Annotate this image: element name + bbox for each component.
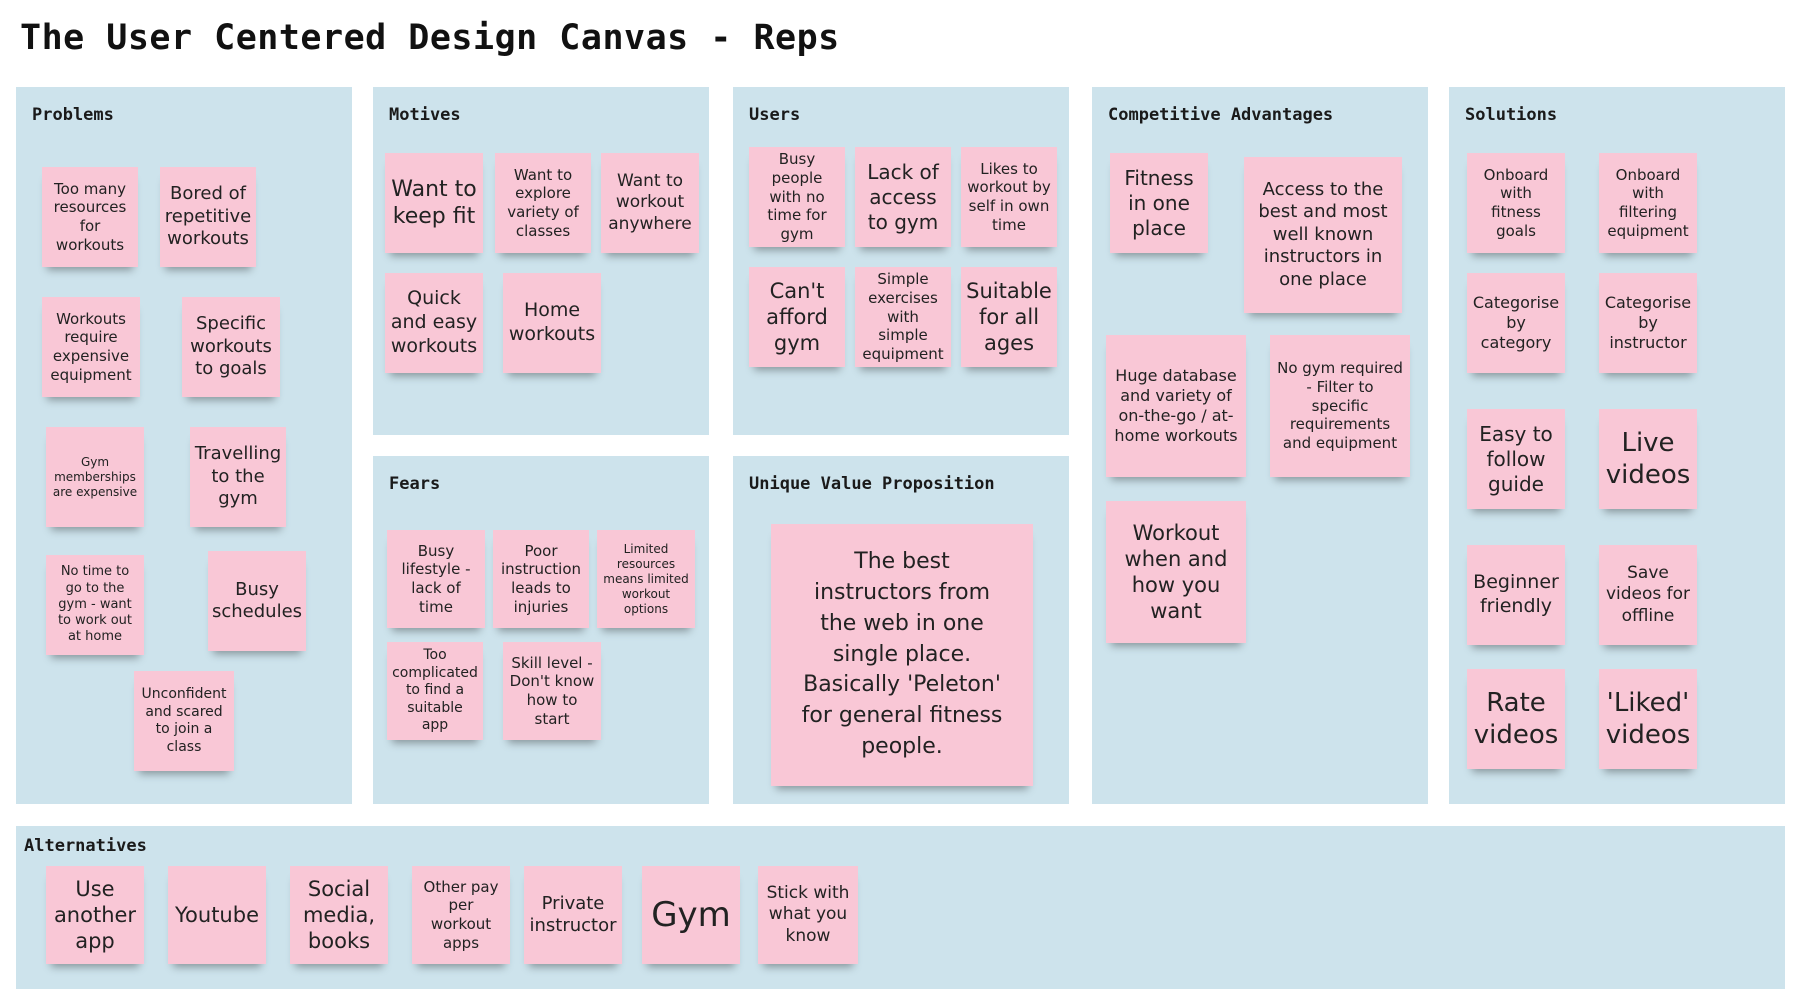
panel-title-fears: Fears [389, 474, 441, 494]
sticky-note[interactable]: Gym memberships are expensive [46, 427, 144, 527]
sticky-note[interactable]: Travelling to the gym [190, 427, 286, 527]
sticky-note[interactable]: Save videos for offline [1599, 545, 1697, 645]
sticky-note[interactable]: Limited resources means limited workout … [597, 530, 695, 628]
sticky-note[interactable]: No time to go to the gym - want to work … [46, 555, 144, 655]
sticky-note[interactable]: Busy schedules [208, 551, 306, 651]
panel-title-problems: Problems [32, 105, 114, 125]
sticky-note[interactable]: Want to explore variety of classes [495, 153, 591, 253]
sticky-note[interactable]: Too many resources for workouts [42, 167, 138, 267]
sticky-note[interactable]: Stick with what you know [758, 866, 858, 964]
sticky-note[interactable]: Private instructor [524, 866, 622, 964]
panel-motives: Motives Want to keep fit Want to explore… [373, 87, 709, 435]
panel-uvp: Unique Value Proposition The best instru… [733, 456, 1069, 804]
sticky-note[interactable]: Onboard with fitness goals [1467, 153, 1565, 253]
panel-title-alternatives: Alternatives [24, 836, 147, 856]
panel-alternatives: Alternatives Use another app Youtube Soc… [16, 826, 1785, 989]
sticky-note[interactable]: Rate videos [1467, 669, 1565, 769]
sticky-note[interactable]: Want to keep fit [385, 153, 483, 253]
sticky-note[interactable]: Social media, books [290, 866, 388, 964]
sticky-note[interactable]: Busy lifestyle - lack of time [387, 530, 485, 628]
sticky-note[interactable]: Live videos [1599, 409, 1697, 509]
sticky-note[interactable]: Gym [642, 866, 740, 964]
sticky-note[interactable]: Can't afford gym [749, 267, 845, 367]
sticky-note[interactable]: Too complicated to find a suitable app [387, 642, 483, 740]
sticky-note[interactable]: Lack of access to gym [855, 147, 951, 247]
panel-title-solutions: Solutions [1465, 105, 1558, 125]
sticky-note[interactable]: The best instructors from the web in one… [771, 524, 1033, 786]
panel-title-motives: Motives [389, 105, 461, 125]
sticky-note[interactable]: Unconfident and scared to join a class [134, 671, 234, 771]
sticky-note[interactable]: Categorise by instructor [1599, 273, 1697, 373]
panel-problems: Problems Too many resources for workouts… [16, 87, 352, 804]
page-title: The User Centered Design Canvas - Reps [20, 18, 840, 58]
panel-title-competitive-advantages: Competitive Advantages [1108, 105, 1334, 125]
sticky-note[interactable]: Use another app [46, 866, 144, 964]
sticky-note[interactable]: Home workouts [503, 273, 601, 373]
sticky-note[interactable]: Easy to follow guide [1467, 409, 1565, 509]
sticky-note[interactable]: Youtube [168, 866, 266, 964]
sticky-note[interactable]: Categorise by category [1467, 273, 1565, 373]
sticky-note[interactable]: Beginner friendly [1467, 545, 1565, 645]
panel-competitive-advantages: Competitive Advantages Fitness in one pl… [1092, 87, 1428, 804]
sticky-note[interactable]: Simple exercises with simple equipment [855, 267, 951, 367]
sticky-note[interactable]: Workout when and how you want [1106, 501, 1246, 643]
panel-users: Users Busy people with no time for gym L… [733, 87, 1069, 435]
sticky-note[interactable]: 'Liked' videos [1599, 669, 1697, 769]
sticky-note[interactable]: Busy people with no time for gym [749, 147, 845, 247]
panel-title-users: Users [749, 105, 801, 125]
sticky-note[interactable]: Quick and easy workouts [385, 273, 483, 373]
sticky-note[interactable]: Specific workouts to goals [182, 297, 280, 397]
sticky-note[interactable]: Huge database and variety of on-the-go /… [1106, 335, 1246, 477]
panel-solutions: Solutions Onboard with fitness goals Onb… [1449, 87, 1785, 804]
sticky-note[interactable]: Access to the best and most well known i… [1244, 157, 1402, 313]
sticky-note[interactable]: Fitness in one place [1110, 153, 1208, 253]
panel-title-uvp: Unique Value Proposition [749, 474, 995, 494]
sticky-note[interactable]: No gym required - Filter to specific req… [1270, 335, 1410, 477]
sticky-note[interactable]: Bored of repetitive workouts [160, 167, 256, 267]
sticky-note[interactable]: Poor instruction leads to injuries [493, 530, 589, 628]
sticky-note[interactable]: Other pay per workout apps [412, 866, 510, 964]
sticky-note[interactable]: Suitable for all ages [961, 267, 1057, 367]
sticky-note[interactable]: Likes to workout by self in own time [961, 147, 1057, 247]
sticky-note[interactable]: Workouts require expensive equipment [42, 297, 140, 397]
panel-fears: Fears Busy lifestyle - lack of time Poor… [373, 456, 709, 804]
sticky-note[interactable]: Want to workout anywhere [601, 153, 699, 253]
sticky-note[interactable]: Onboard with filtering equipment [1599, 153, 1697, 253]
sticky-note[interactable]: Skill level - Don't know how to start [503, 642, 601, 740]
